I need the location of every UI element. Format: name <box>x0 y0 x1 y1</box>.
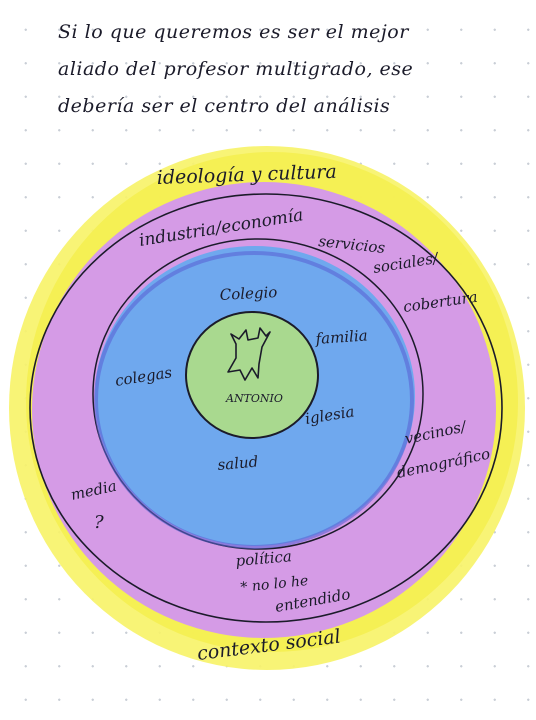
header-line-1: Si lo que queremos es ser el mejor <box>58 21 409 43</box>
label-media-question: ? <box>94 512 104 533</box>
label-family: familia <box>314 326 368 348</box>
ring-core <box>185 311 319 439</box>
header-line-3: debería ser el centro del análisis <box>58 95 391 117</box>
header-note: Si lo que queremos es ser el mejor aliad… <box>58 14 458 125</box>
ring-middle-outline <box>29 193 503 623</box>
label-health: salud <box>217 453 259 474</box>
label-politics-note-1: * no lo he <box>240 573 309 596</box>
header-line-2: aliado del profesor multigrado, ese <box>58 58 414 80</box>
label-antonio: ANTONIO <box>225 392 283 405</box>
person-icon <box>227 327 271 381</box>
label-school: Colegio <box>219 283 277 304</box>
ring-inner-shadow <box>94 251 414 549</box>
ring-inner-outline <box>92 238 424 550</box>
label-politics: política <box>235 547 293 570</box>
